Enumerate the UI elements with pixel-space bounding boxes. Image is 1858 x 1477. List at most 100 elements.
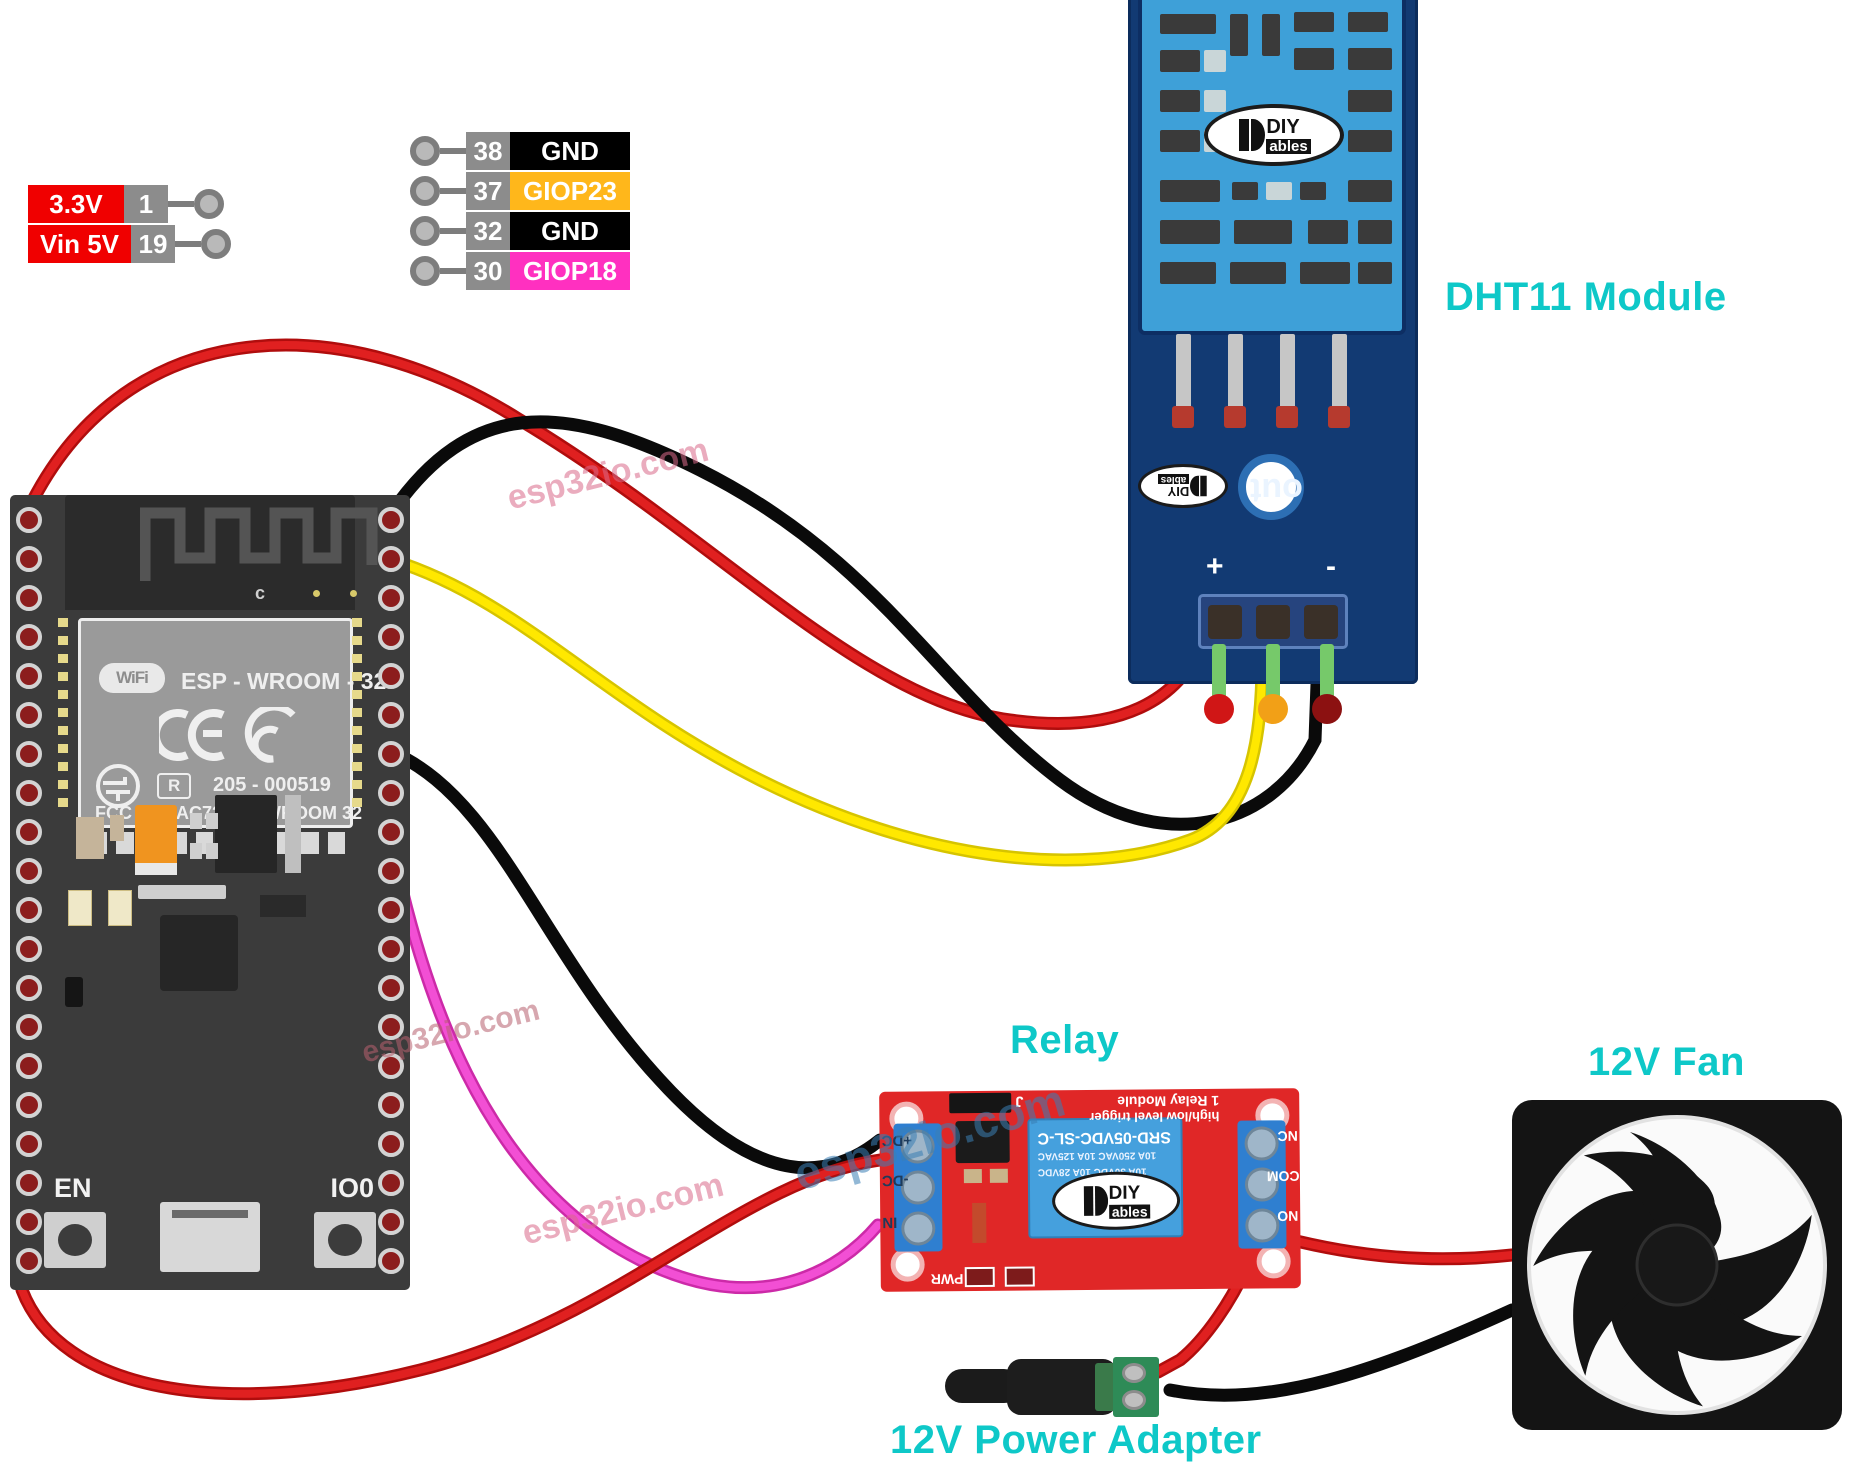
diyables-brand-sub: ables xyxy=(1266,138,1311,154)
legend-dot-icon xyxy=(410,256,440,286)
en-button[interactable] xyxy=(44,1212,106,1268)
legend-row[interactable]: 38 GND xyxy=(410,132,630,170)
esp32-resistor xyxy=(110,815,124,841)
wire-adapter-fan-black xyxy=(1163,1303,1519,1402)
relay-terminal-no: NO xyxy=(1277,1208,1299,1225)
telec-mark-icon xyxy=(96,764,140,808)
micro-usb-port[interactable] xyxy=(160,1202,260,1272)
diyables-logo-pcb: DIY ables xyxy=(1138,464,1228,508)
legend-dot-icon xyxy=(194,189,224,219)
relay-rating-1: 10A 250VAC 10A 125VAC xyxy=(1037,1149,1157,1162)
esp-cert-number: 205 - 000519 xyxy=(213,774,331,796)
dht11-pin-socket xyxy=(1208,604,1242,639)
wifi-icon: WiFi xyxy=(99,663,165,693)
relay-silk-subtitle: high/low level trigger xyxy=(1089,1108,1220,1126)
legend-row[interactable]: 30 GIOP18 xyxy=(410,252,630,290)
relay-terminal-in: IN xyxy=(882,1213,898,1231)
esp32-capacitor xyxy=(135,805,177,867)
watermark-esp32io: esp32io.com xyxy=(518,1165,728,1253)
relay-resistor xyxy=(972,1202,987,1244)
esp32-silk-c: c xyxy=(255,583,266,603)
legend-dot-icon xyxy=(410,136,440,166)
legend-pin-name: GIOP23 xyxy=(510,172,630,210)
diyables-brand-sub: ables xyxy=(1108,1203,1151,1219)
legend-line xyxy=(440,148,466,154)
relay-terminal-com: COM xyxy=(1267,1168,1300,1185)
power-pin-legend: 3.3V 1 Vin 5V 19 xyxy=(28,185,232,265)
dc-fan[interactable] xyxy=(1512,1100,1842,1430)
diyables-d-icon xyxy=(1190,475,1208,497)
esp-wroom-32-shield: WiFi ESP - WROOM - 32 R 205 - 000519 FCC… xyxy=(78,618,386,828)
dht11-module[interactable]: DIY ables xyxy=(1128,0,1418,724)
legend-dot-icon xyxy=(201,229,232,259)
esp32-led xyxy=(68,890,92,926)
esp32-testpoint xyxy=(350,590,357,597)
legend-pin-number: 32 xyxy=(466,212,510,250)
legend-line xyxy=(440,188,466,194)
rohs-swirl-icon xyxy=(244,707,296,763)
esp32-led xyxy=(108,890,132,926)
watermark-esp32io: esp32io.com xyxy=(503,430,713,518)
relay-silk-title: 1 Relay Module xyxy=(1117,1092,1220,1110)
legend-line xyxy=(440,228,466,234)
dht11-pin-plus: + xyxy=(1206,550,1224,583)
io0-button[interactable] xyxy=(314,1212,376,1268)
wifi-label: WiFi xyxy=(116,668,149,687)
relay-module[interactable]: IN -DC +DC NC COM NO SRD-05VDC-SL-C 10A … xyxy=(879,1088,1301,1292)
esp32-component xyxy=(260,895,306,917)
adapter-screw-terminal[interactable] xyxy=(1113,1357,1159,1417)
jack-collar xyxy=(1095,1363,1115,1411)
relay-terminal-nc: NC xyxy=(1277,1128,1298,1145)
adapter-title: 12V Power Adapter xyxy=(890,1418,1262,1462)
esp-cert-r-badge: R xyxy=(157,773,192,799)
power-adapter-jack[interactable] xyxy=(945,1345,1175,1425)
relay-can: SRD-05VDC-SL-C 10A 250VAC 10A 125VAC 10A… xyxy=(1027,1117,1184,1239)
dht11-title: DHT11 Module xyxy=(1445,275,1727,319)
esp32-header-right[interactable] xyxy=(378,507,404,1287)
legend-row[interactable]: 32 GND xyxy=(410,212,630,250)
en-button-label: EN xyxy=(54,1173,92,1203)
relay-pwr-label: PWR xyxy=(930,1271,964,1288)
esp32-capacitor-base xyxy=(135,863,177,875)
dht11-wire-tip xyxy=(1312,694,1342,724)
esp32-board[interactable]: c WiFi ESP - WROOM - 32 R xyxy=(10,495,410,1290)
esp32-resistor xyxy=(76,817,104,859)
legend-pin-number: 38 xyxy=(466,132,510,170)
esp32-header-left[interactable] xyxy=(16,507,42,1287)
diyables-brand: DIY xyxy=(1266,115,1300,138)
legend-pin-number: 1 xyxy=(124,185,168,223)
legend-pin-number: 37 xyxy=(466,172,510,210)
legend-row[interactable]: 37 GIOP23 xyxy=(410,172,630,210)
ce-mark-icon xyxy=(159,709,225,761)
legend-line xyxy=(440,268,466,274)
pcb-antenna-icon xyxy=(140,507,378,581)
diyables-logo: DIY ables xyxy=(1204,104,1344,166)
legend-dot-icon xyxy=(410,176,440,206)
diyables-brand: DIY xyxy=(1108,1182,1141,1204)
dht11-pin-minus: - xyxy=(1326,550,1336,583)
esp32-testpoint xyxy=(313,590,320,597)
dht11-pin-header[interactable] xyxy=(1198,594,1348,649)
legend-row[interactable]: 3.3V 1 xyxy=(28,185,231,223)
relay-status-led xyxy=(1004,1266,1035,1287)
legend-pin-name: GND xyxy=(510,212,630,250)
legend-row[interactable]: Vin 5V 19 xyxy=(28,225,232,263)
relay-pwr-led xyxy=(964,1266,995,1288)
relay-mount-hole xyxy=(1256,1244,1291,1279)
gpio-pin-legend: 38 GND 37 GIOP23 32 GND 30 GIOP18 xyxy=(410,132,630,292)
dht11-sensor-body: DIY ables xyxy=(1138,0,1406,335)
dht11-mount-hole xyxy=(1238,454,1304,520)
esp-module-right-pads xyxy=(352,618,362,816)
legend-pin-name: 3.3V xyxy=(28,185,124,223)
dht11-pin-socket xyxy=(1304,604,1338,639)
esp32-component xyxy=(65,977,83,1007)
esp32-component xyxy=(285,795,301,873)
esp-module-left-pads xyxy=(58,618,68,816)
diyables-d-icon xyxy=(1083,1186,1108,1216)
legend-line xyxy=(168,201,194,207)
diyables-logo-relay: DIY ables xyxy=(1051,1171,1181,1231)
relay-part-number: SRD-05VDC-SL-C xyxy=(1037,1128,1171,1147)
wire-gnd-black-relay xyxy=(385,745,887,1175)
legend-line xyxy=(175,241,202,247)
